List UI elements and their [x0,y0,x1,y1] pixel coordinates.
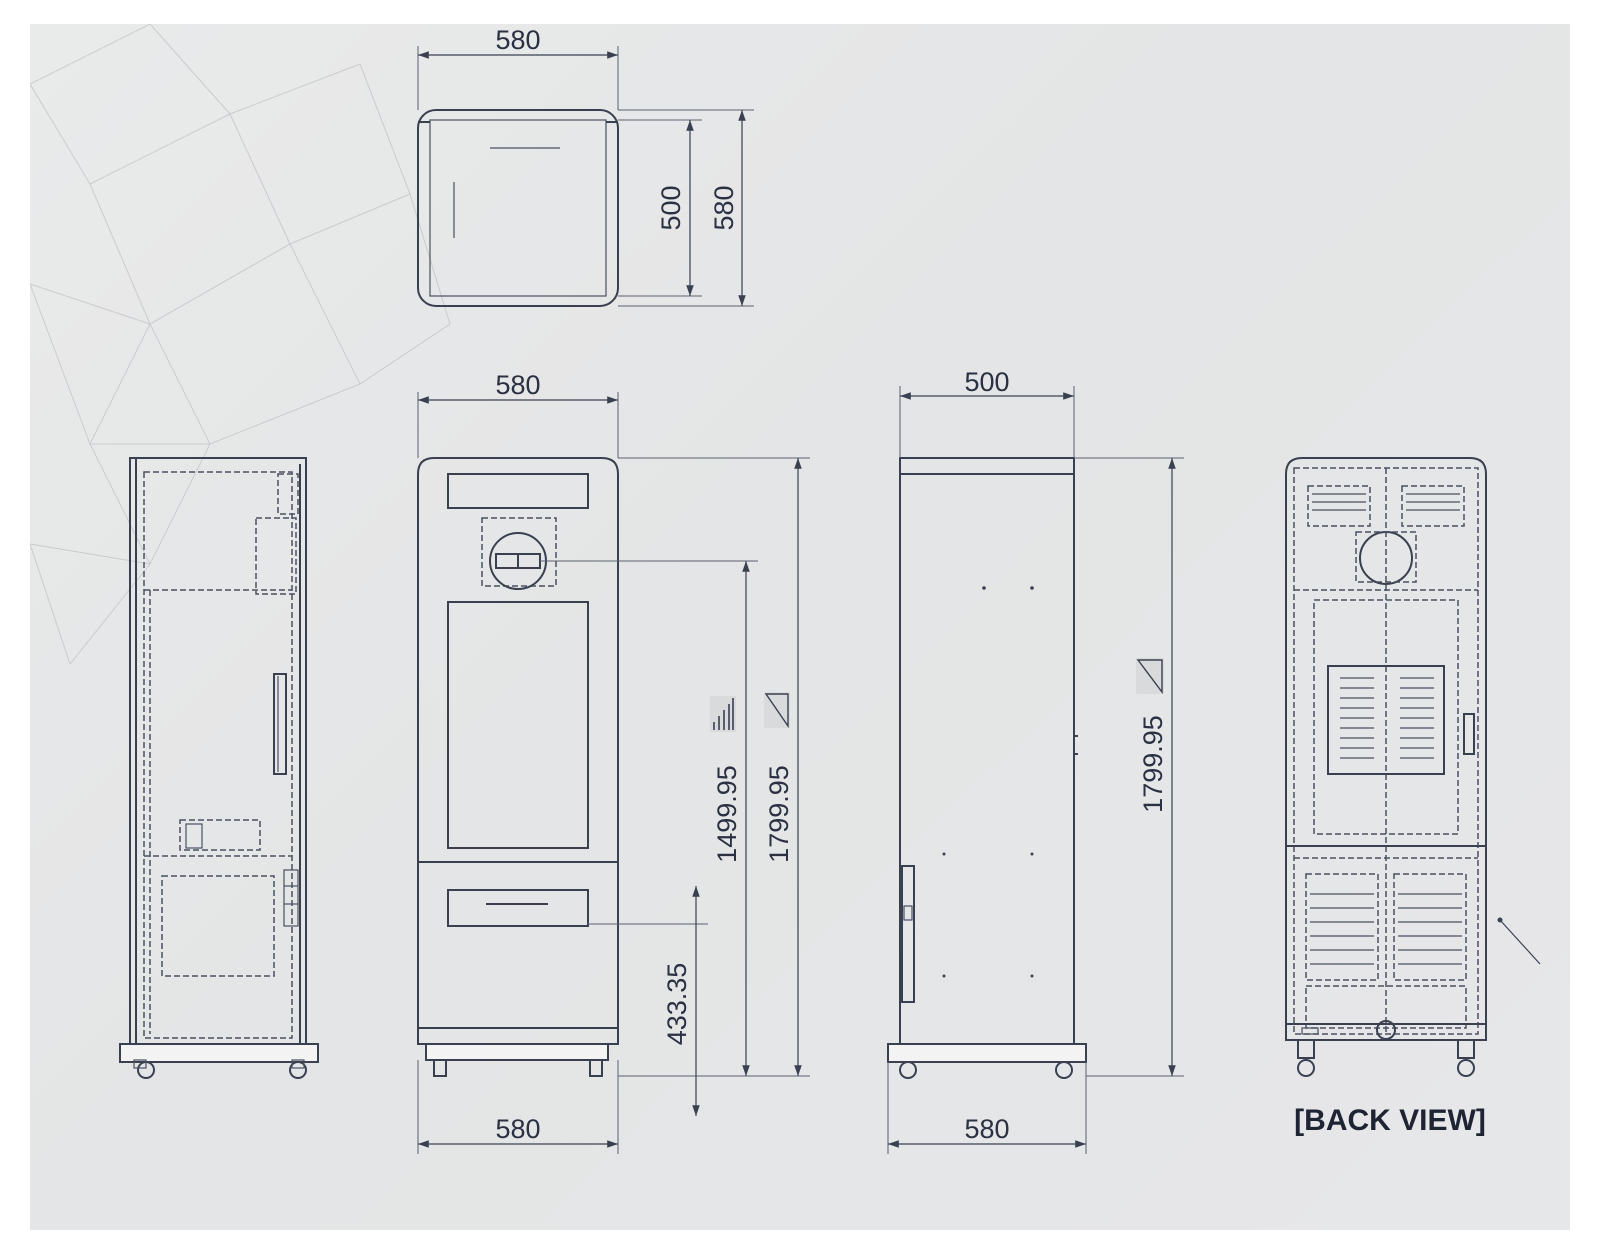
top-view: 580 500 580 [417,25,754,307]
drawing-sheet: 580 500 580 [30,24,1570,1230]
right-side-view: 500 580 1799.95 [887,367,1184,1154]
front-bottom-width-label: 580 [495,1114,540,1144]
front-tray-height-label: 433.35 [662,963,692,1046]
ramp-icon [1136,658,1164,695]
front-top-width-label: 580 [495,370,540,400]
technical-drawing: 580 500 580 [30,24,1541,1154]
front-total-height-label: 1799.95 [764,765,794,863]
side-total-height-label: 1799.95 [1138,715,1168,813]
front-view: 580 580 1499.95 1799.95 433.35 [417,370,810,1154]
top-width-label: 580 [495,25,540,55]
top-depth-inner-label: 500 [656,185,686,230]
ramp-icon [764,692,790,729]
side-depth-label: 500 [964,367,1009,397]
front-slot-height-label: 1499.95 [712,765,742,863]
back-view-caption: [BACK VIEW] [1294,1104,1486,1137]
background-pattern [30,24,451,666]
left-side-view [119,457,319,1079]
top-depth-outer-label: 580 [709,185,739,230]
signal-bars-icon [710,696,736,732]
side-bottom-width-label: 580 [964,1114,1009,1144]
back-view: [BACK VIEW] [1285,457,1541,1137]
